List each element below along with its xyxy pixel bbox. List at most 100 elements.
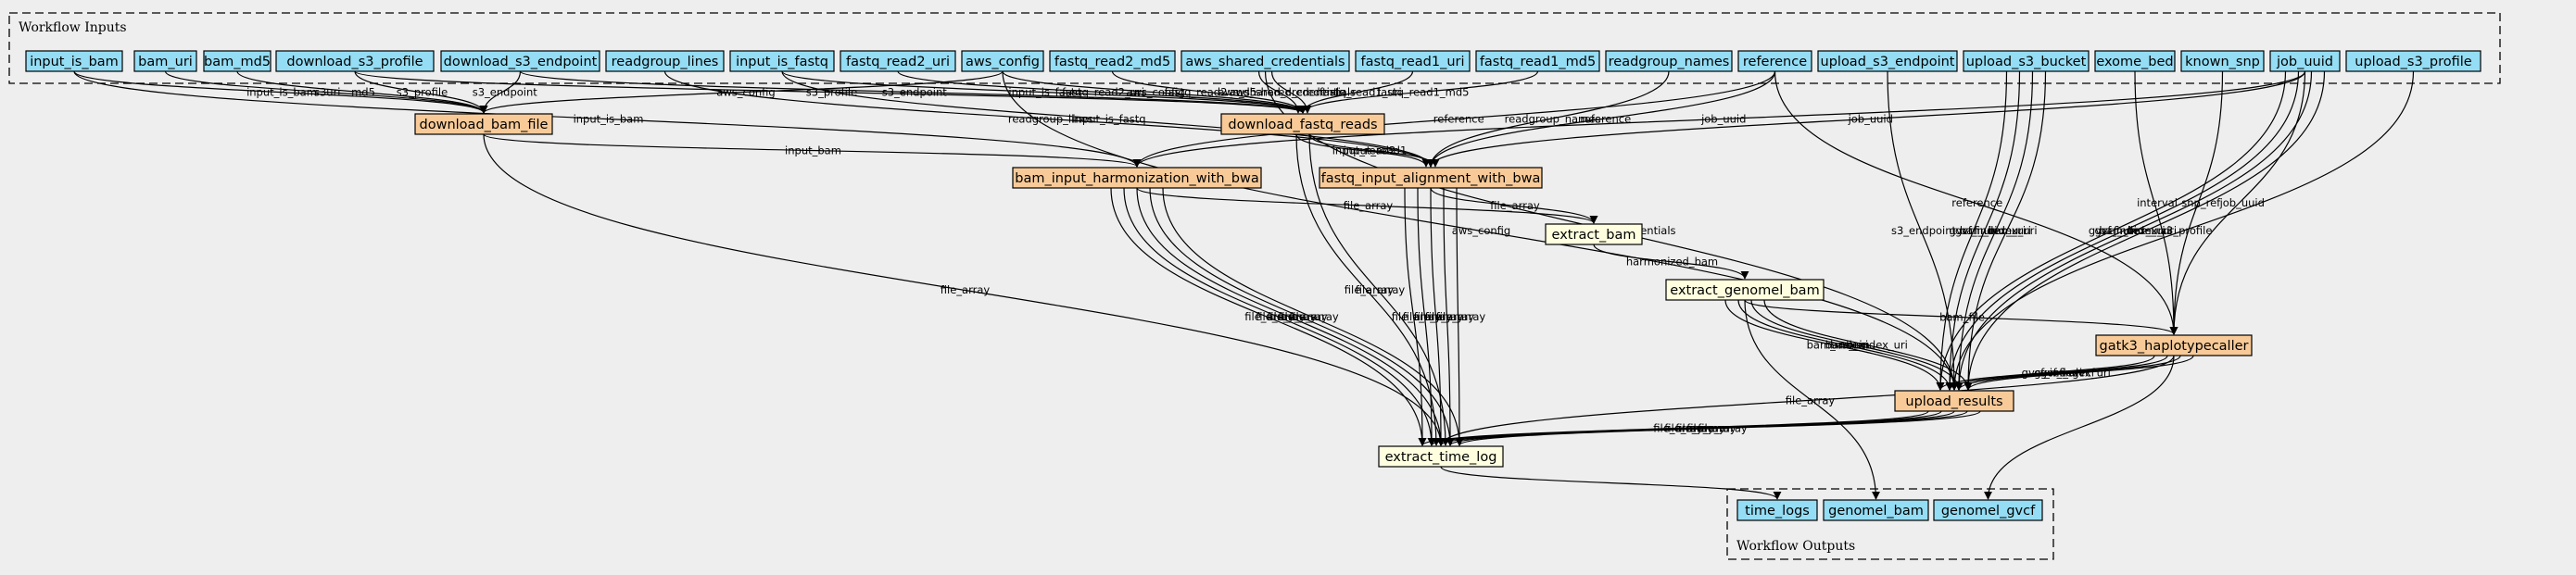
- input-node-fastq_read1_md5[interactable]: fastq_read1_md5: [1475, 50, 1600, 72]
- edge-label: s3_endpoint: [882, 86, 948, 99]
- edge-upload_s3_bucket-to-upload_results: bam_index_uri: [1954, 70, 2038, 391]
- output-node-time_logs[interactable]: time_logs: [1736, 499, 1818, 521]
- edge-line: [2169, 70, 2306, 335]
- node-box[interactable]: [203, 50, 271, 72]
- node-box[interactable]: [1545, 223, 1643, 245]
- edge-label: file_array: [1698, 422, 1748, 435]
- step-node-fastq_input_alignment_with_bwa[interactable]: fastq_input_alignment_with_bwa: [1319, 167, 1543, 189]
- step-node-extract_genomel_bam[interactable]: extract_genomel_bam: [1665, 279, 1825, 301]
- input-node-bam_uri[interactable]: bam_uri: [133, 50, 197, 72]
- edge-label: aws_shared_credentials: [1229, 86, 1356, 99]
- node-box[interactable]: [1665, 279, 1825, 301]
- input-node-fastq_read2_uri[interactable]: fastq_read2_uri: [840, 50, 956, 72]
- edge-label: input_bam: [785, 144, 841, 157]
- node-box[interactable]: [2095, 334, 2253, 356]
- node-box[interactable]: [1605, 50, 1733, 72]
- edge-line: [2134, 70, 2178, 335]
- edge-download_s3_profile-to-download_bam_file: s3_profile: [354, 70, 488, 114]
- edge-line: [1426, 70, 1670, 168]
- input-node-job_uuid[interactable]: job_uuid: [2269, 50, 2341, 72]
- input-node-exome_bed[interactable]: exome_bed: [2094, 50, 2176, 72]
- edge-label: bam_index_uri: [2099, 224, 2177, 237]
- node-label: exome_bed: [2096, 55, 2173, 69]
- node-box[interactable]: [1737, 50, 1812, 72]
- edge-label: file_array: [1490, 199, 1540, 212]
- output-node-genomel_gvcf[interactable]: genomel_gvcf: [1933, 499, 2043, 521]
- edge-gatk3_haplotypecaller-to-upload_results: gvcf: [1964, 355, 2194, 391]
- output-node-genomel_bam[interactable]: genomel_bam: [1823, 499, 1929, 521]
- input-node-fastq_read2_md5[interactable]: fastq_read2_md5: [1049, 50, 1176, 72]
- node-label: job_uuid: [2276, 55, 2333, 69]
- input-node-aws_shared_credentials[interactable]: aws_shared_credentials: [1181, 50, 1350, 72]
- step-node-extract_bam[interactable]: extract_bam: [1545, 223, 1643, 245]
- edge-line: [1136, 187, 1446, 446]
- node-box[interactable]: [1378, 445, 1504, 468]
- step-node-gatk3_haplotypecaller[interactable]: gatk3_haplotypecaller: [2095, 334, 2253, 356]
- input-node-aws_config[interactable]: aws_config: [961, 50, 1044, 72]
- input-node-bam_md5[interactable]: bam_md5: [203, 50, 271, 72]
- edge-upload_s3_bucket-to-upload_results: gvcf_uri: [1936, 70, 2008, 391]
- edge-fastq_read2_uri-to-download_fastq_reads: fastq_read2_uri: [897, 70, 1307, 114]
- edge-job_uuid-to-upload_results: bam_uri: [1964, 70, 2326, 391]
- node-box[interactable]: [1817, 50, 1958, 72]
- input-node-upload_s3_endpoint[interactable]: upload_s3_endpoint: [1817, 50, 1958, 72]
- node-box[interactable]: [961, 50, 1044, 72]
- node-box[interactable]: [1894, 390, 2014, 412]
- edge-exome_bed-to-gatk3_haplotypecaller: interval: [2134, 70, 2178, 335]
- node-box[interactable]: [1012, 167, 1262, 189]
- step-node-bam_input_harmonization_with_bwa[interactable]: bam_input_harmonization_with_bwa: [1012, 167, 1262, 189]
- edge-line: [1295, 133, 1431, 168]
- node-box[interactable]: [1355, 50, 1471, 72]
- step-node-download_bam_file[interactable]: download_bam_file: [414, 113, 553, 135]
- input-node-input_is_fastq[interactable]: input_is_fastq: [729, 50, 835, 72]
- input-node-upload_s3_bucket[interactable]: upload_s3_bucket: [1963, 50, 2090, 72]
- node-box[interactable]: [1933, 499, 2043, 521]
- edge-label: fastq_read2_md5: [1165, 86, 1256, 99]
- input-node-download_s3_endpoint[interactable]: download_s3_endpoint: [440, 50, 600, 72]
- step-node-download_fastq_reads[interactable]: download_fastq_reads: [1220, 113, 1385, 135]
- node-box[interactable]: [2094, 50, 2176, 72]
- input-node-download_s3_profile[interactable]: download_s3_profile: [275, 50, 435, 72]
- edge-line: [1298, 70, 1414, 114]
- input-node-readgroup_lines[interactable]: readgroup_lines: [605, 50, 725, 72]
- node-box[interactable]: [1823, 499, 1929, 521]
- edge-line: [1984, 355, 2175, 500]
- node-box[interactable]: [840, 50, 956, 72]
- input-node-known_snp[interactable]: known_snp: [2180, 50, 2265, 72]
- node-box[interactable]: [1049, 50, 1176, 72]
- node-box[interactable]: [440, 50, 600, 72]
- node-box[interactable]: [2180, 50, 2265, 72]
- input-node-upload_s3_profile[interactable]: upload_s3_profile: [2345, 50, 2481, 72]
- edge-label: aws_config: [1126, 86, 1184, 99]
- node-box[interactable]: [414, 113, 553, 135]
- node-label: fastq_read1_uri: [1361, 55, 1465, 69]
- node-box[interactable]: [1963, 50, 2090, 72]
- node-box[interactable]: [605, 50, 725, 72]
- step-node-upload_results[interactable]: upload_results: [1894, 390, 2014, 412]
- node-box[interactable]: [1319, 167, 1543, 189]
- node-box[interactable]: [1220, 113, 1385, 135]
- edge-line: [663, 70, 1435, 168]
- input-node-input_is_bam[interactable]: input_is_bam: [25, 50, 123, 72]
- input-node-fastq_read1_uri[interactable]: fastq_read1_uri: [1355, 50, 1471, 72]
- node-box[interactable]: [1736, 499, 1818, 521]
- node-label: aws_config: [966, 55, 1040, 69]
- node-box[interactable]: [729, 50, 835, 72]
- node-box[interactable]: [275, 50, 435, 72]
- node-box[interactable]: [25, 50, 123, 72]
- edge-upload_s3_profile-to-upload_results: s3_profile: [1950, 70, 2415, 391]
- node-label: gatk3_haplotypecaller: [2099, 339, 2248, 354]
- edge-input_is_bam-to-bam_input_harmonization_with_bwa: input_is_bam: [73, 70, 1142, 168]
- node-box[interactable]: [2345, 50, 2481, 72]
- node-label: genomel_bam: [1828, 504, 1924, 519]
- input-node-readgroup_names[interactable]: readgroup_names: [1605, 50, 1733, 72]
- node-box[interactable]: [2269, 50, 2341, 72]
- edge-line: [1954, 70, 2313, 391]
- node-box[interactable]: [1475, 50, 1600, 72]
- node-label: bam_uri: [138, 55, 193, 69]
- input-node-reference[interactable]: reference: [1737, 50, 1812, 72]
- step-node-extract_time_log[interactable]: extract_time_log: [1378, 445, 1504, 468]
- edge-line: [1945, 70, 2300, 391]
- node-box[interactable]: [1181, 50, 1350, 72]
- node-box[interactable]: [133, 50, 197, 72]
